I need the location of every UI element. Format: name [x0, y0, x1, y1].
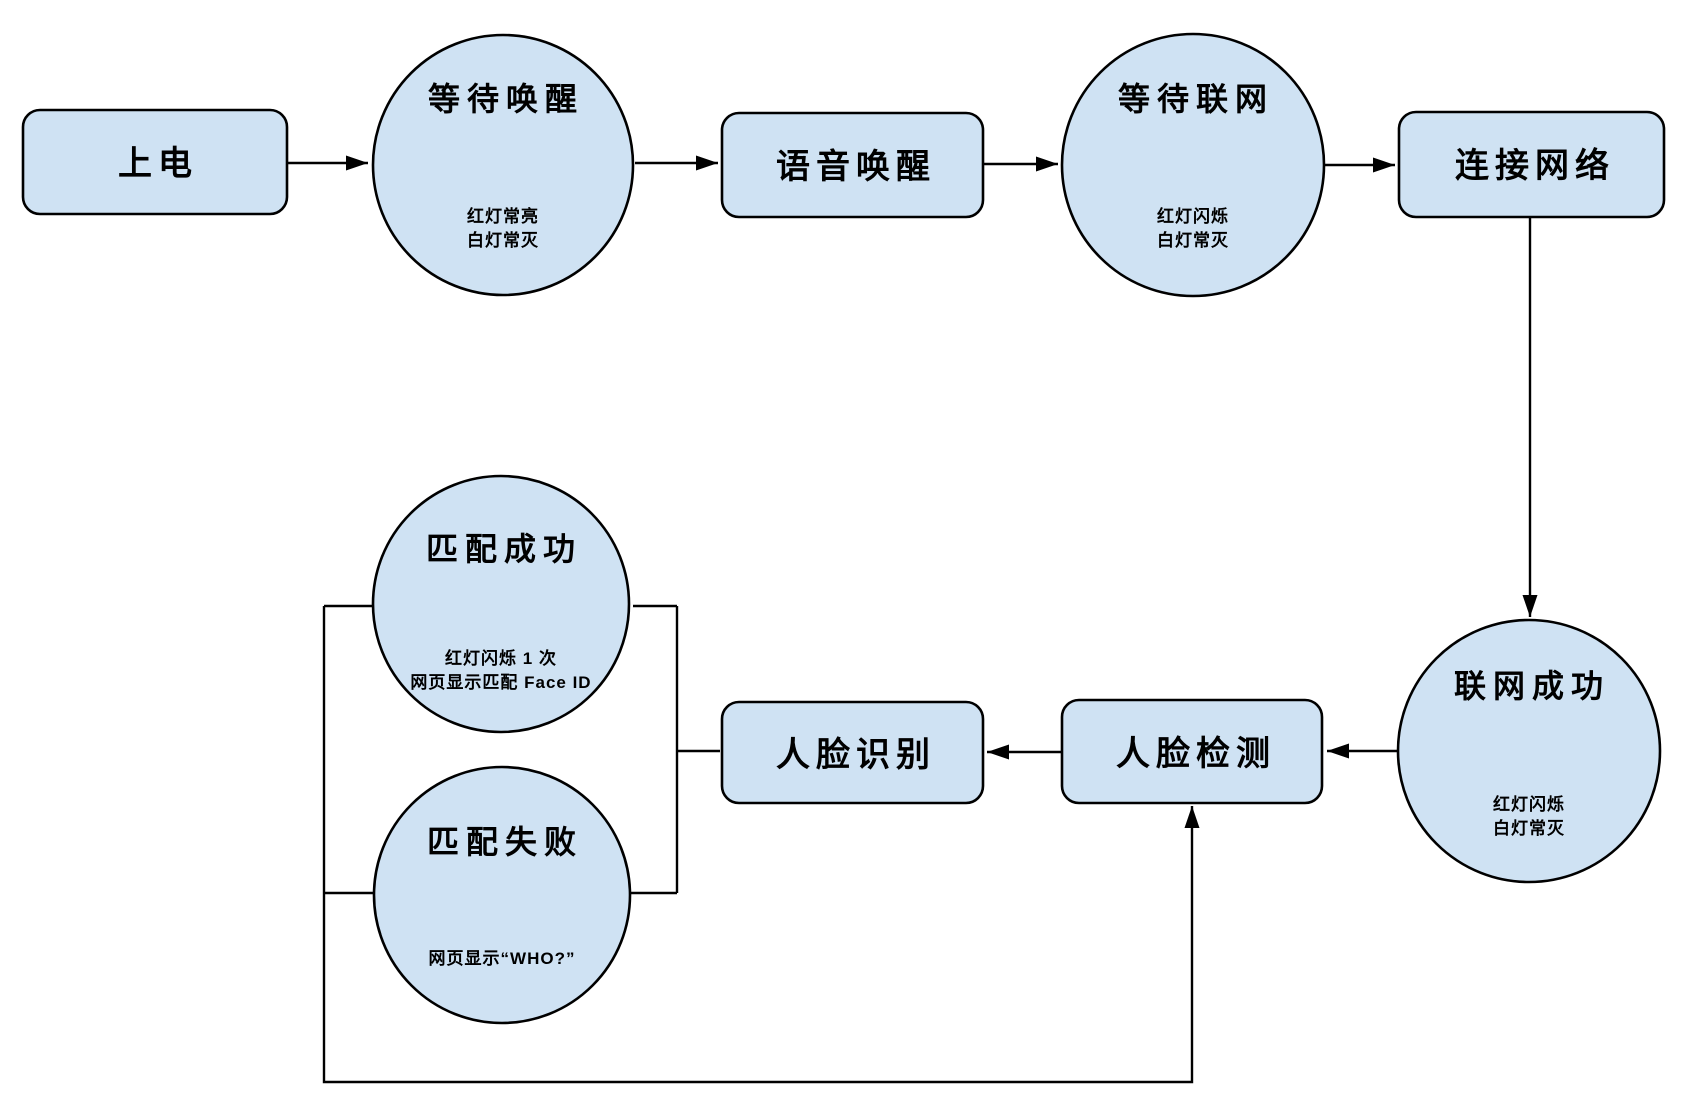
- node-voice-wake-label: 语音唤醒: [776, 148, 936, 186]
- node-match-success: 匹配成功 红灯闪烁 1 次 网页显示匹配 Face ID: [371, 474, 631, 734]
- node-face-recognize-box: [720, 700, 985, 805]
- node-match-fail-title: 匹配失败: [427, 824, 583, 860]
- node-network-success: 联网成功 红灯闪烁 白灯常灭: [1396, 618, 1662, 884]
- node-network-success-sub1: 红灯闪烁: [1493, 794, 1565, 814]
- node-face-detect-label: 人脸检测: [1116, 734, 1276, 773]
- node-face-recognize: 人脸识别: [720, 700, 985, 805]
- node-face-detect-box: [1060, 698, 1324, 805]
- node-voice-wake-box: [720, 111, 985, 219]
- node-connect-network-label: 连接网络: [1455, 146, 1615, 185]
- node-match-fail-circle: [372, 765, 632, 1025]
- node-wait-network-sub2: 白灯常灭: [1157, 230, 1229, 250]
- node-network-success-sub2: 白灯常灭: [1493, 818, 1565, 838]
- node-wait-wake-sub2: 白灯常灭: [467, 230, 539, 250]
- node-match-success-sub2: 网页显示匹配 Face ID: [410, 673, 591, 692]
- node-face-detect: 人脸检测: [1060, 698, 1324, 805]
- node-wait-wake-sub1: 红灯常亮: [467, 206, 539, 226]
- node-wait-network-circle: [1060, 32, 1326, 298]
- node-match-success-sub1: 红灯闪烁 1 次: [445, 648, 557, 668]
- node-match-fail: 匹配失败 网页显示“WHO?”: [372, 765, 632, 1025]
- node-match-success-circle: [371, 474, 631, 734]
- node-power-on: 上电: [21, 108, 289, 216]
- node-wait-wake: 等待唤醒 红灯常亮 白灯常灭: [371, 33, 635, 297]
- node-connect-network-box: [1397, 110, 1666, 219]
- node-connect-network: 连接网络: [1397, 110, 1666, 219]
- node-wait-wake-title: 等待唤醒: [428, 81, 584, 117]
- node-match-success-title: 匹配成功: [426, 531, 582, 567]
- node-wait-wake-circle: [371, 33, 635, 297]
- node-network-success-circle: [1396, 618, 1662, 884]
- node-wait-network-sub1: 红灯闪烁: [1157, 206, 1229, 226]
- nodes: 上电 等待唤醒 红灯常亮 白灯常灭 语音唤醒 等待联网 红灯闪烁 白灯常灭 连接…: [21, 32, 1666, 1025]
- connector-loop-to-face-detect: [322, 606, 1200, 1084]
- node-face-recognize-label: 人脸识别: [776, 736, 936, 774]
- node-power-on-label: 上电: [118, 145, 198, 183]
- node-wait-network: 等待联网 红灯闪烁 白灯常灭: [1060, 32, 1326, 298]
- node-network-success-title: 联网成功: [1454, 668, 1610, 704]
- node-power-on-box: [21, 108, 289, 216]
- edges: [287, 155, 1538, 1084]
- node-voice-wake: 语音唤醒: [720, 111, 985, 219]
- node-match-fail-sub1: 网页显示“WHO?”: [429, 949, 576, 968]
- node-wait-network-title: 等待联网: [1118, 81, 1274, 117]
